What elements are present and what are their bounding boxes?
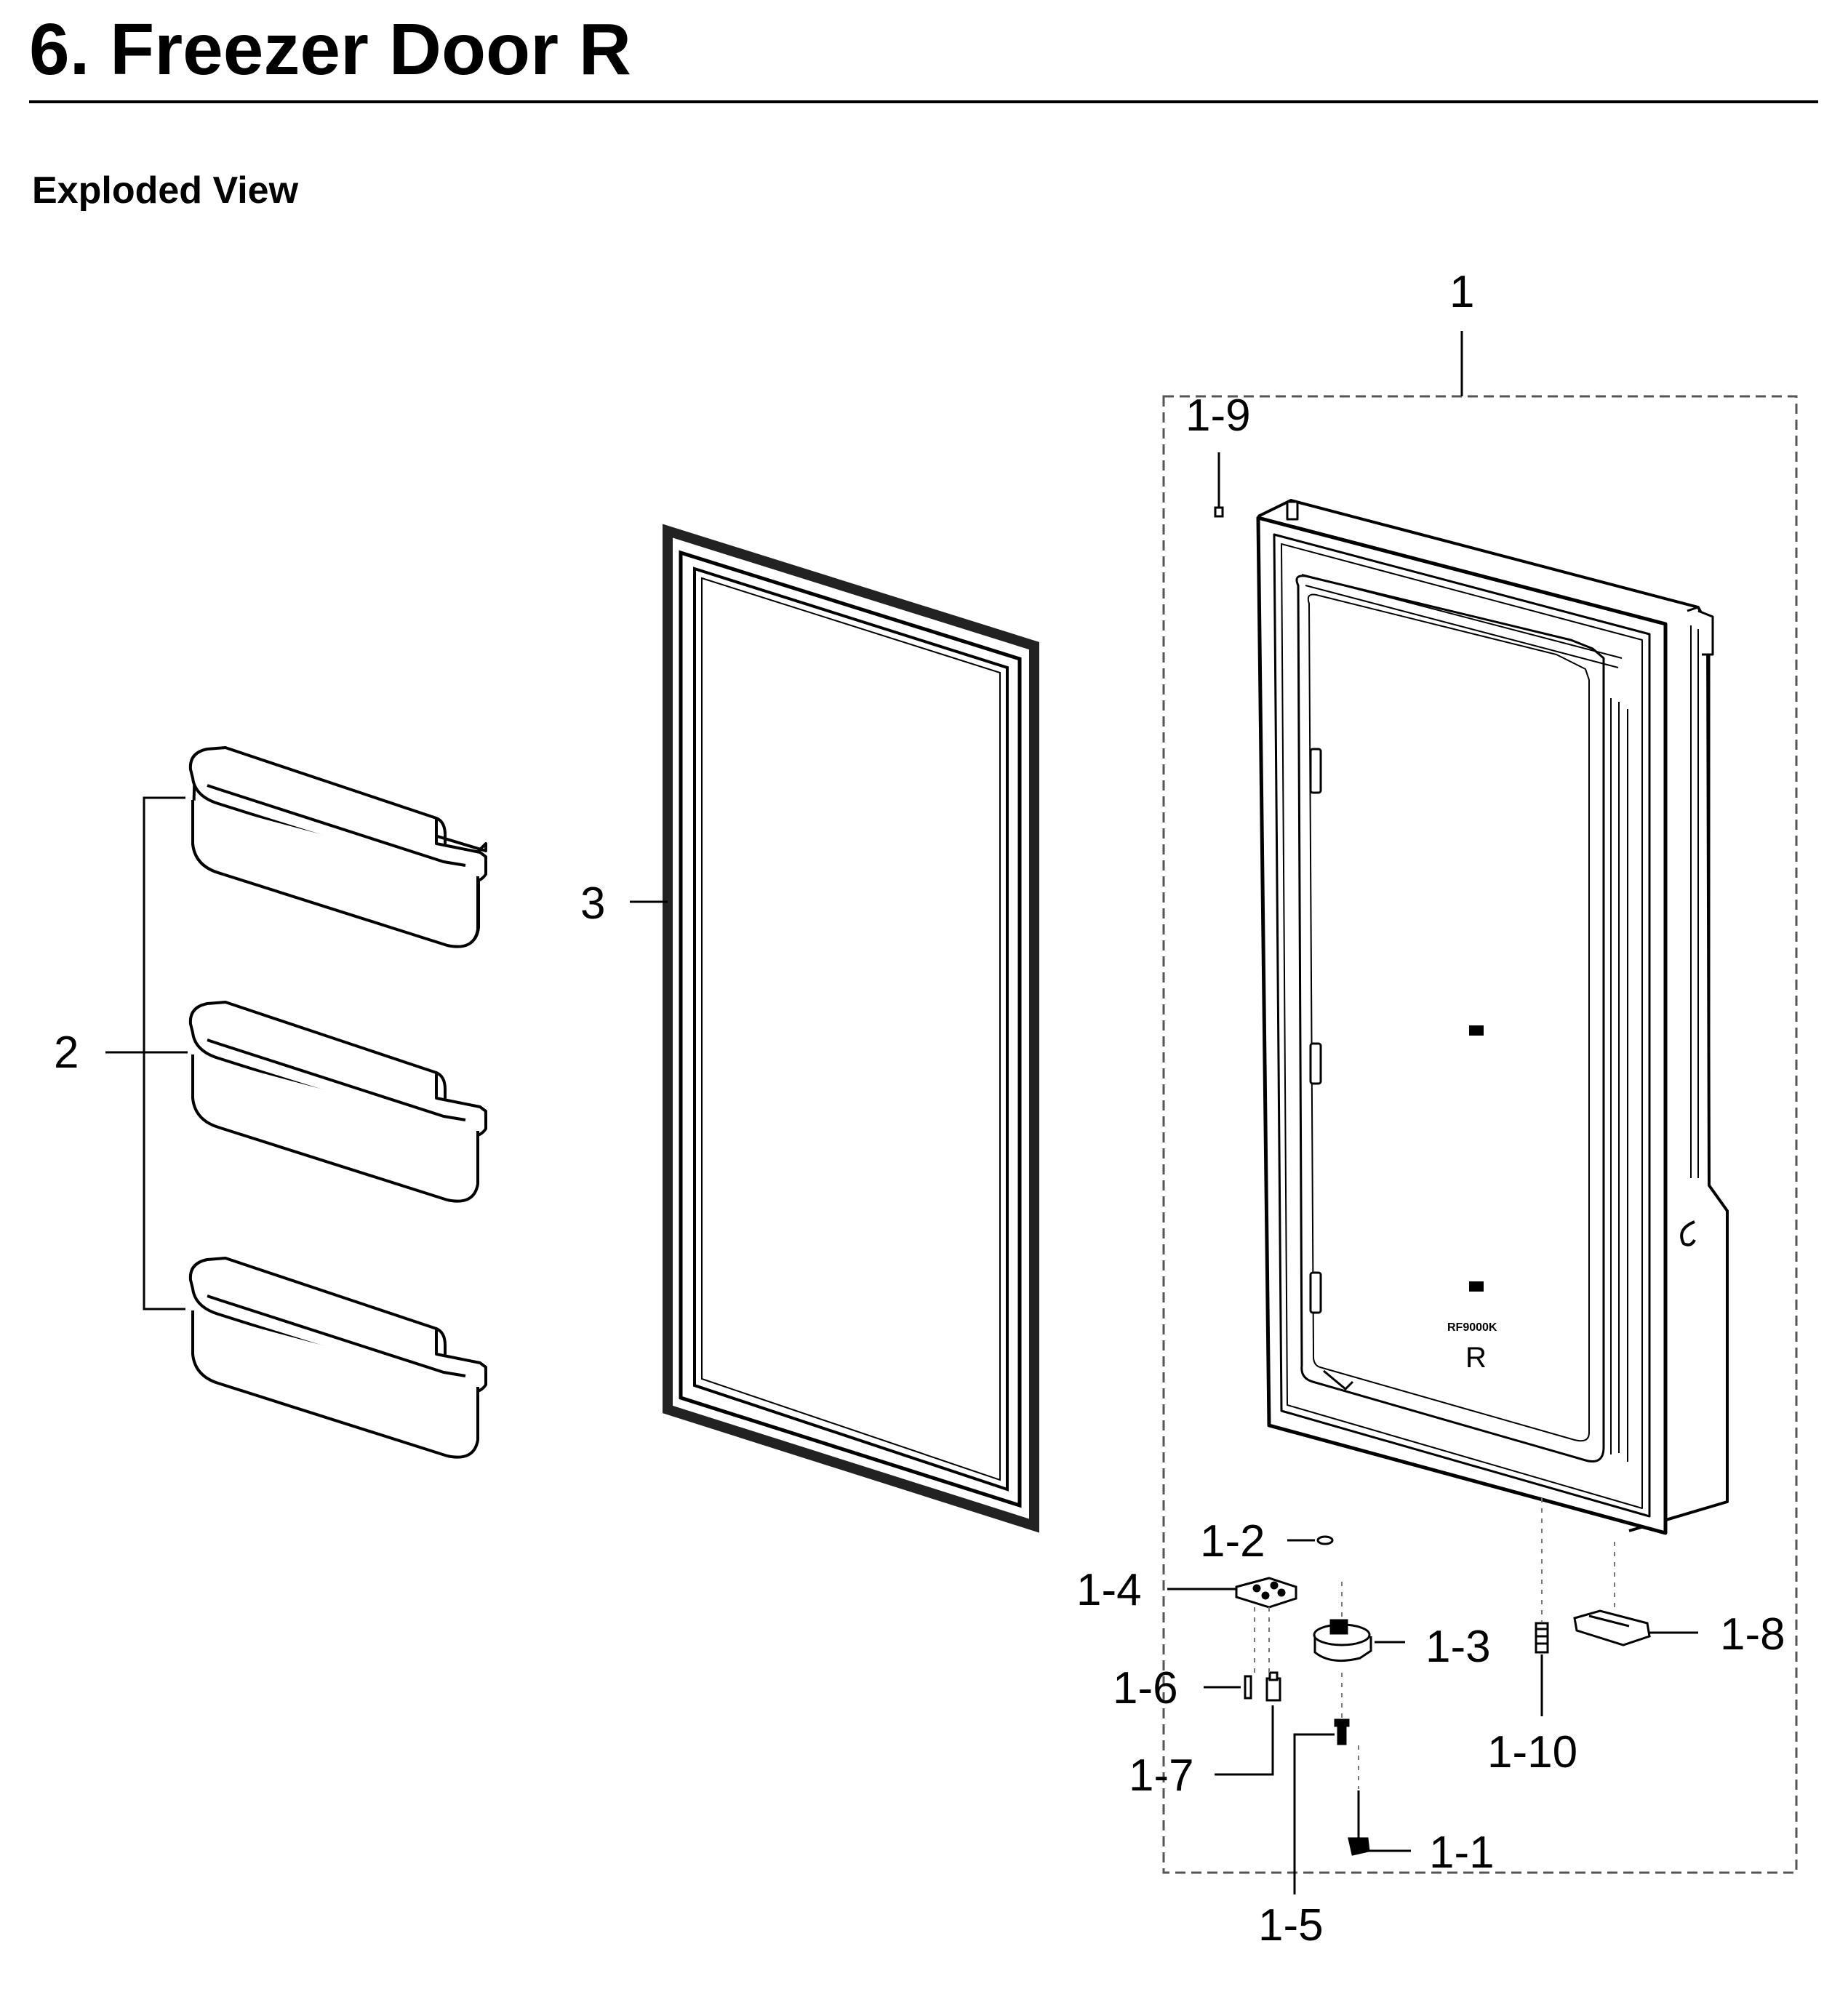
door-stopper-1-8 — [1573, 1609, 1651, 1646]
washer-1-2 — [1316, 1535, 1334, 1545]
title-underline — [29, 100, 1818, 103]
leader-1-5 — [1293, 1733, 1335, 1894]
door-side-marking: R — [1465, 1342, 1487, 1374]
callout-2: 2 — [54, 1028, 79, 1078]
callout-1-7: 1-7 — [1129, 1750, 1194, 1801]
door-bin-middle — [188, 1001, 487, 1203]
callout-1-2: 1-2 — [1200, 1516, 1265, 1566]
section-subtitle: Exploded View — [32, 169, 299, 212]
callout-1-1: 1-1 — [1429, 1828, 1495, 1878]
hinge-pin-1-1 — [1348, 1790, 1370, 1856]
callout-1-5: 1-5 — [1258, 1900, 1324, 1950]
screw-1-9 — [1214, 495, 1224, 518]
leader-1-7 — [1215, 1705, 1274, 1776]
hinge-cam-1-3 — [1313, 1619, 1372, 1662]
callout-1-9: 1-9 — [1185, 391, 1251, 441]
bushing-1-7 — [1265, 1671, 1281, 1702]
door-model-marking: RF9000K — [1447, 1321, 1497, 1334]
door-gasket — [663, 524, 1039, 1533]
callout-1: 1 — [1449, 267, 1474, 317]
page-title: 6. Freezer Door R — [29, 9, 632, 90]
door-bin-bottom — [188, 1257, 487, 1459]
callout-1-8: 1-8 — [1720, 1609, 1785, 1660]
assembly-1-boundary — [1162, 395, 1798, 1874]
callout-1-10: 1-10 — [1487, 1727, 1577, 1777]
hinge-plate-1-4 — [1235, 1577, 1297, 1609]
alignment-guides — [1254, 1498, 1615, 1789]
freezer-door-assembly — [1256, 499, 1729, 1535]
callout-3: 3 — [580, 879, 605, 929]
screw-1-6 — [1244, 1675, 1252, 1700]
callout-1-4: 1-4 — [1076, 1565, 1142, 1615]
spring-1-10 — [1535, 1622, 1549, 1654]
callout-1-6: 1-6 — [1113, 1663, 1178, 1713]
leader-2 — [105, 796, 188, 1310]
bolt-1-5 — [1334, 1718, 1350, 1745]
callout-1-3: 1-3 — [1425, 1622, 1491, 1672]
door-bin-top — [188, 746, 487, 948]
